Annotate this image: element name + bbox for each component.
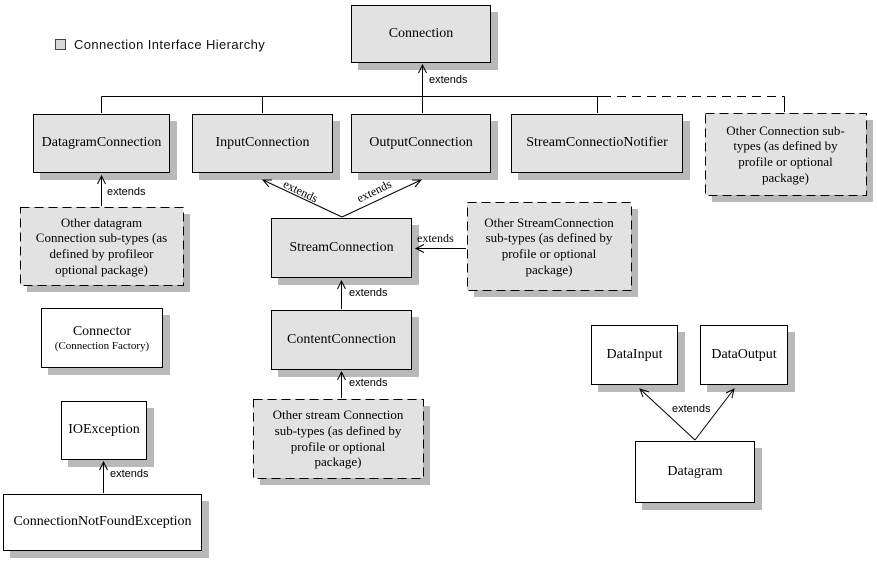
node-datagram: Datagram (635, 441, 755, 503)
node-ioexception: IOException (61, 401, 147, 460)
extends-label-ioexception: extends (110, 468, 149, 480)
node-content-connection-label: ContentConnection (287, 331, 396, 347)
extends-label-content-conn: extends (349, 377, 388, 389)
edge-extends-connection (418, 63, 427, 97)
node-datagram-label: Datagram (667, 463, 723, 479)
node-stream-connectio-notifier-label: StreamConnectioNotifier (526, 135, 668, 151)
node-other-connection-subtypes-label: Other Connection sub- types (as defined … (726, 122, 845, 185)
extends-label-datagram-conn: extends (107, 186, 146, 198)
legend-checkbox-icon (55, 39, 66, 50)
node-connection-not-found-exception: ConnectionNotFoundException (3, 494, 202, 551)
node-connection: Connection (351, 5, 491, 63)
node-connection-not-found-exception-label: ConnectionNotFoundException (13, 514, 192, 530)
edge-trunk (101, 96, 785, 113)
node-other-streamconnection-subtypes-label: Other StreamConnection sub-types (as def… (484, 214, 614, 277)
legend: Connection Interface Hierarchy (55, 37, 265, 52)
extends-label-stream-right: extends (417, 231, 454, 245)
node-input-connection: InputConnection (192, 114, 333, 173)
extends-label-datagram: extends (672, 403, 711, 415)
node-ioexception-label: IOException (68, 422, 140, 438)
edge-extends-datagram-connection (97, 174, 106, 206)
node-datainput: DataInput (591, 325, 678, 385)
extends-label-stream-bottom: extends (349, 287, 388, 299)
edge-extends-content-connection (337, 370, 346, 398)
edge-extends-ioexception (99, 460, 108, 493)
node-stream-connection: StreamConnection (271, 218, 412, 278)
node-datagram-connection: DatagramConnection (33, 114, 170, 173)
node-other-streamconnection-subtypes: Other StreamConnection sub-types (as def… (467, 202, 631, 290)
node-connector: Connector (Connection Factory) (41, 308, 163, 368)
node-dataoutput-label: DataOutput (711, 346, 777, 362)
node-other-datagram-subtypes-label: Other datagram Connection sub-types (as … (35, 214, 168, 277)
node-stream-connection-label: StreamConnection (289, 239, 394, 255)
node-input-connection-label: InputConnection (215, 135, 310, 151)
node-datainput-label: DataInput (606, 346, 663, 362)
extends-label-connection: extends (429, 74, 468, 86)
node-other-datagram-subtypes: Other datagram Connection sub-types (as … (20, 207, 183, 285)
node-dataoutput: DataOutput (700, 325, 788, 385)
node-output-connection: OutputConnection (351, 114, 491, 173)
node-other-stream-subtypes: Other stream Connection sub-types (as de… (253, 399, 423, 478)
extends-label-output-conn: extends (354, 176, 394, 206)
node-connection-label: Connection (388, 25, 454, 41)
node-stream-connectio-notifier: StreamConnectioNotifier (511, 114, 683, 173)
node-other-stream-subtypes-label: Other stream Connection sub-types (as de… (272, 407, 404, 470)
extends-label-input-conn: extends (281, 176, 321, 206)
legend-title: Connection Interface Hierarchy (74, 37, 266, 52)
edge-extends-stream-connection-bottom (337, 279, 346, 309)
node-connector-sublabel: (Connection Factory) (54, 339, 150, 352)
node-connector-label: Connector (72, 323, 132, 339)
node-datagram-connection-label: DatagramConnection (41, 135, 162, 151)
node-other-connection-subtypes: Other Connection sub- types (as defined … (705, 113, 866, 195)
node-content-connection: ContentConnection (271, 310, 412, 370)
node-output-connection-label: OutputConnection (369, 135, 473, 151)
